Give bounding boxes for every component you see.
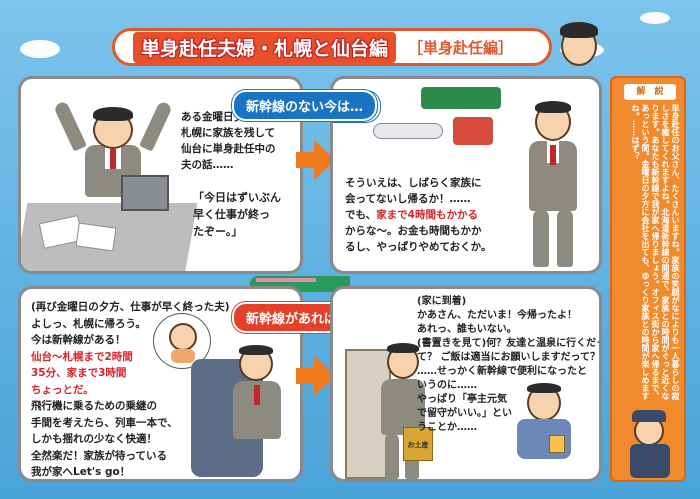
- speech-line: 早く仕事が終っ: [193, 208, 270, 221]
- conductor-illustration: [624, 408, 676, 480]
- panel-office: ある金曜日夕刻、 札幌に家族を残して 仙台に単身赴任中の 夫の話…… 「今日はず…: [18, 76, 303, 274]
- panel-with-shinkansen: (再び金曜日の夕方、仕事が早く終った夫) よしっ、札幌に帰ろう。 今は新幹線があ…: [18, 286, 303, 482]
- text-line: かあさん、ただいま！今帰ったよ！: [417, 310, 577, 321]
- sidebar-text: 単身赴任のお父さん、たくさんいますね。家族の笑顔がなによりも一人暮らしの寂しさを…: [631, 104, 680, 400]
- bus-illustration: [453, 117, 493, 145]
- sidebar-heading: 解 説: [624, 84, 676, 100]
- highlight-text: 家まで4時間もかかる: [376, 209, 478, 221]
- text-line: でも、家まで4時間もかかる: [345, 209, 478, 221]
- eating-man-illustration: [509, 383, 579, 465]
- speech-line: たぞー。」: [193, 225, 243, 238]
- narration-line: 札幌に家族を残して: [181, 127, 276, 139]
- seated-man-illustration: [191, 339, 291, 479]
- narration-line: 仙台に単身赴任中の: [181, 143, 276, 155]
- text-line: で留守がいい。」とい: [417, 408, 512, 419]
- cloud: [640, 12, 670, 24]
- text-line: 今は新幹線がある！: [31, 334, 126, 346]
- text-line: そういえは、しばらく家族に: [345, 177, 482, 189]
- monitor: [121, 175, 169, 211]
- heading-without-shinkansen: 新幹線のない今は…: [232, 90, 378, 121]
- text-line: 全然楽だ！家族が待っている: [31, 449, 167, 462]
- documents: [75, 222, 117, 252]
- page-subtitle: ［単身赴任編］: [408, 38, 514, 57]
- panel-arrival-home: お土産 (家に到着) かあさん、ただいま！今帰ったよ！ あれっ、誰もいない。 (…: [330, 286, 602, 482]
- souvenir-bag: お土産: [403, 427, 433, 461]
- airplane-illustration: [373, 123, 443, 139]
- text-line: からな～。お金も時間もかか: [345, 225, 482, 237]
- text-line: (再び金曜日の夕方、仕事が早く終った夫): [31, 301, 230, 313]
- text-line: 手間を考えたら、列車一本で、: [31, 416, 178, 429]
- text-line: しかも揺れの少なく快適！: [31, 433, 157, 445]
- highlight-text: ちょっとだ。: [31, 383, 94, 396]
- narration-line: 夫の話……: [181, 159, 234, 171]
- page-title: 単身赴任夫婦・札幌と仙台編: [133, 31, 397, 63]
- text-line: いうのに……: [417, 380, 477, 391]
- wife-illustration: [163, 319, 203, 365]
- text-line: ……せっかく新幹線で便利になったと: [417, 366, 587, 377]
- text-line: るし、やっぱりやめておくか。: [345, 241, 492, 253]
- text-line: うことか……: [417, 422, 477, 433]
- text-line: 我が家へLet's go！: [31, 466, 131, 478]
- text-line: 会ってないし帰るか！……: [345, 193, 471, 205]
- text-line: (家に到着): [417, 296, 467, 307]
- text-line: (書置きを見て)何？友達と温泉に行くだっ: [417, 338, 602, 349]
- standing-man-illustration: [519, 101, 589, 271]
- text-line: あれっ、誰もいない。: [417, 324, 517, 335]
- narrator-avatar: [555, 16, 603, 70]
- cheering-man-illustration: [53, 97, 173, 207]
- title-bar: 単身赴任夫婦・札幌と仙台編 ［単身赴任編］: [112, 28, 552, 66]
- cloud: [20, 40, 60, 58]
- highlight-text: 35分、家まで3時間: [31, 367, 127, 379]
- text-line: 飛行機に乗るための乗継の: [31, 400, 157, 412]
- speech-line: 「今日はずいぶん: [193, 191, 281, 204]
- commentary-sidebar: 解 説 単身赴任のお父さん、たくさんいますね。家族の笑顔がなによりも一人暮らしの…: [610, 76, 686, 482]
- text-line: よしっ、札幌に帰ろう。: [31, 317, 146, 330]
- train-illustration: [421, 87, 501, 109]
- walking-man-illustration: [373, 343, 433, 479]
- text-line: て？ ご飯は適当にお願いしますだって？: [417, 352, 600, 363]
- text-line: やっぱり「亭主元気: [417, 394, 507, 405]
- highlight-text: 仙台～札幌まで2時間: [31, 350, 133, 363]
